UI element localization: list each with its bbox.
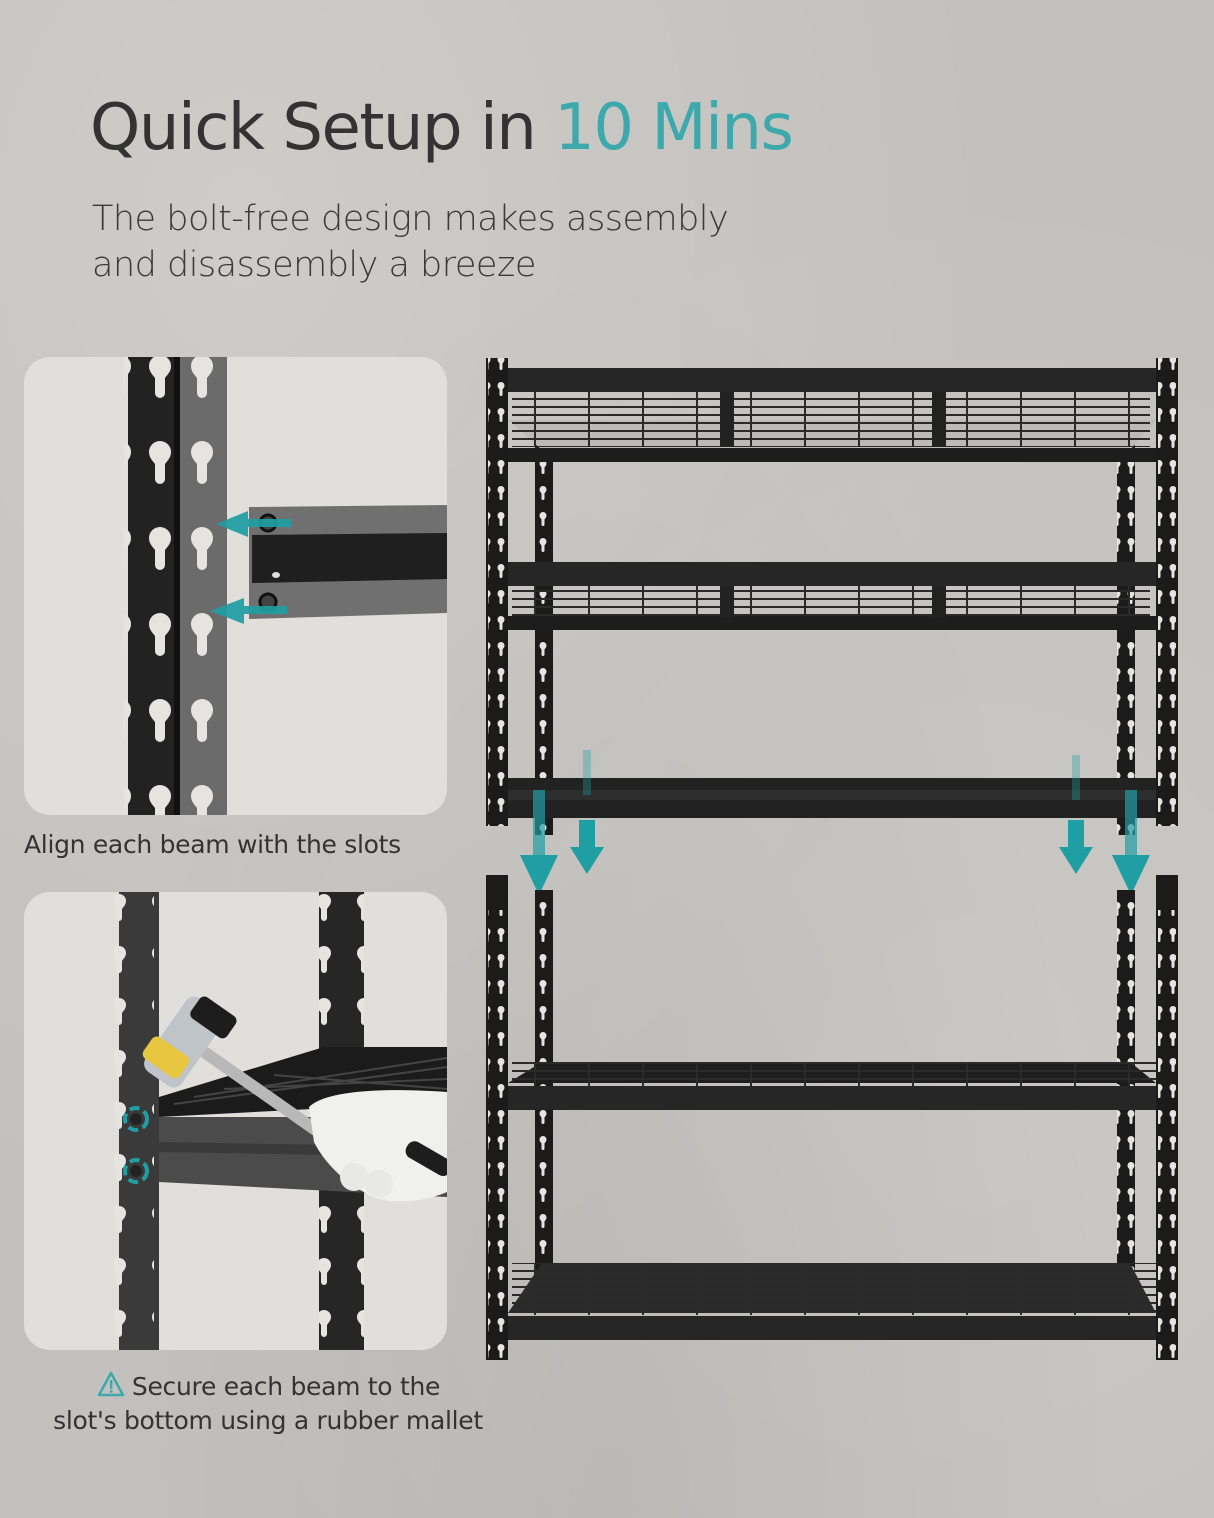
subtitle-line-1: The bolt-free design makes assembly	[92, 199, 729, 239]
shelf-unit-illustration	[480, 350, 1200, 1360]
step-2-image-panel	[24, 892, 447, 1350]
down-arrows	[520, 750, 1150, 895]
upright-slots-illustration	[124, 357, 447, 815]
page-title: Quick Setup in 10 Mins	[90, 96, 794, 160]
warning-icon	[96, 1370, 126, 1398]
step-1-caption: Align each beam with the slots	[24, 830, 401, 859]
arrow-icon	[210, 511, 291, 624]
step-2-caption: Secure each beam to the slot's bottom us…	[18, 1370, 518, 1438]
upper-section	[486, 358, 1178, 835]
title-main: Quick Setup in	[90, 91, 555, 165]
step-1-image-panel	[24, 357, 447, 815]
subtitle-line-2: and disassembly a breeze	[92, 245, 536, 285]
step-2-caption-line-1: Secure each beam to the	[131, 1372, 441, 1401]
subtitle: The bolt-free design makes assembly and …	[92, 196, 812, 288]
title-accent: 10 Mins	[554, 91, 794, 165]
rotation-icon	[123, 1106, 149, 1184]
step-2-caption-line-2: slot's bottom using a rubber mallet	[53, 1406, 483, 1435]
lower-section	[486, 875, 1178, 1360]
mallet-illustration	[114, 892, 447, 1350]
